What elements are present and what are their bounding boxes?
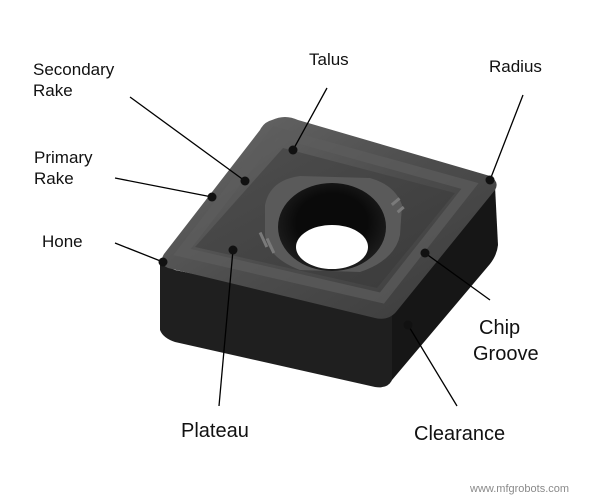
marker-talus — [288, 145, 298, 155]
engraved-marks — [258, 197, 405, 254]
leader-talus — [292, 87, 328, 151]
leader-secondary-rake — [129, 96, 246, 182]
label-plateau: Plateau — [181, 420, 249, 442]
label-chip-groove: Chip Groove — [473, 317, 539, 365]
leader-plateau — [218, 249, 234, 407]
label-clearance: Clearance — [414, 423, 506, 445]
label-talus: Talus — [309, 50, 349, 69]
leader-primary-rake — [114, 177, 213, 198]
label-radius: Radius — [489, 57, 542, 76]
insert-left-side — [160, 263, 392, 388]
marker-clearance — [403, 320, 413, 330]
marker-radius — [485, 175, 495, 185]
rake-band — [173, 126, 479, 304]
marker-chip-groove — [420, 248, 430, 258]
leader-chip-groove — [424, 252, 491, 301]
marker-primary-rake — [207, 192, 217, 202]
marker-hone — [158, 257, 168, 267]
center-hole-through — [296, 225, 368, 269]
label-primary-rake: Primary Rake — [34, 148, 93, 188]
leader-radius — [489, 94, 524, 181]
marker-secondary-rake — [240, 176, 250, 186]
leader-clearance — [407, 324, 458, 407]
marker-plateau — [228, 245, 238, 255]
watermark: www.mfgrobots.com — [470, 483, 570, 495]
leader-hone — [114, 242, 164, 263]
insert-right-side — [392, 186, 498, 380]
label-secondary-rake: Secondary Rake — [33, 60, 115, 100]
label-hone: Hone — [42, 232, 83, 251]
